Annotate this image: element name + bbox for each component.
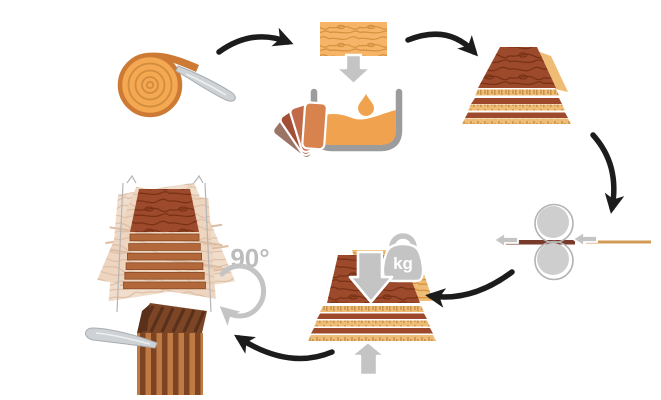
dipped-veneer-fan-icon (272, 101, 328, 160)
feed-right-arrow-icon (571, 230, 598, 248)
feed-left-arrow-icon (492, 231, 519, 249)
station-glue-dipping (272, 22, 403, 160)
dip-down-arrow-icon (334, 53, 373, 86)
glue-liquid (317, 110, 396, 145)
press-layer-edges (308, 306, 436, 341)
flow-arrows (216, 27, 625, 362)
flow-arrow-4 (425, 269, 515, 308)
station-roller-press (492, 203, 651, 281)
stack-back-sheet (537, 51, 568, 92)
stack-top-grain (478, 47, 556, 88)
station-cross-lamination-rotation: 90° (97, 174, 270, 326)
block-cut-curl (137, 304, 150, 333)
rotation-layer-bars (123, 233, 206, 290)
block-face-stripes (140, 333, 201, 395)
log-growth-rings (127, 62, 173, 108)
flow-arrow-2 (405, 31, 479, 57)
rotation-top-grain (130, 189, 199, 232)
top-roller-icon (537, 206, 569, 238)
veneer-in-sheet (586, 240, 651, 244)
kg-weight-icon: kg (381, 231, 425, 283)
station-weight-press: kg (308, 231, 436, 377)
kg-label: kg (393, 254, 413, 273)
bottom-roller-rim (534, 240, 574, 281)
blade-highlight (185, 73, 227, 96)
flow-arrow-1 (216, 27, 294, 55)
top-roller-rim (534, 203, 574, 244)
pressed-out-sheet (505, 240, 575, 245)
rotation-guide-lines (116, 174, 212, 313)
station-veneer-stacking (462, 47, 571, 124)
station-trimming (85, 303, 207, 395)
flow-arrow-3 (590, 132, 625, 214)
veneer-sheet-grain (320, 22, 387, 56)
bottom-roller-icon (537, 243, 569, 275)
press-up-arrow-icon (349, 340, 387, 377)
flow-arrow-5 (233, 334, 335, 362)
press-down-arrow-icon (348, 250, 394, 304)
rotation-arrow-icon (219, 263, 267, 326)
station-log-peeling (117, 52, 236, 118)
trimming-blade-highlight (95, 332, 151, 345)
glue-droplet-icon (358, 94, 374, 116)
stack-layer-edges (462, 89, 571, 124)
